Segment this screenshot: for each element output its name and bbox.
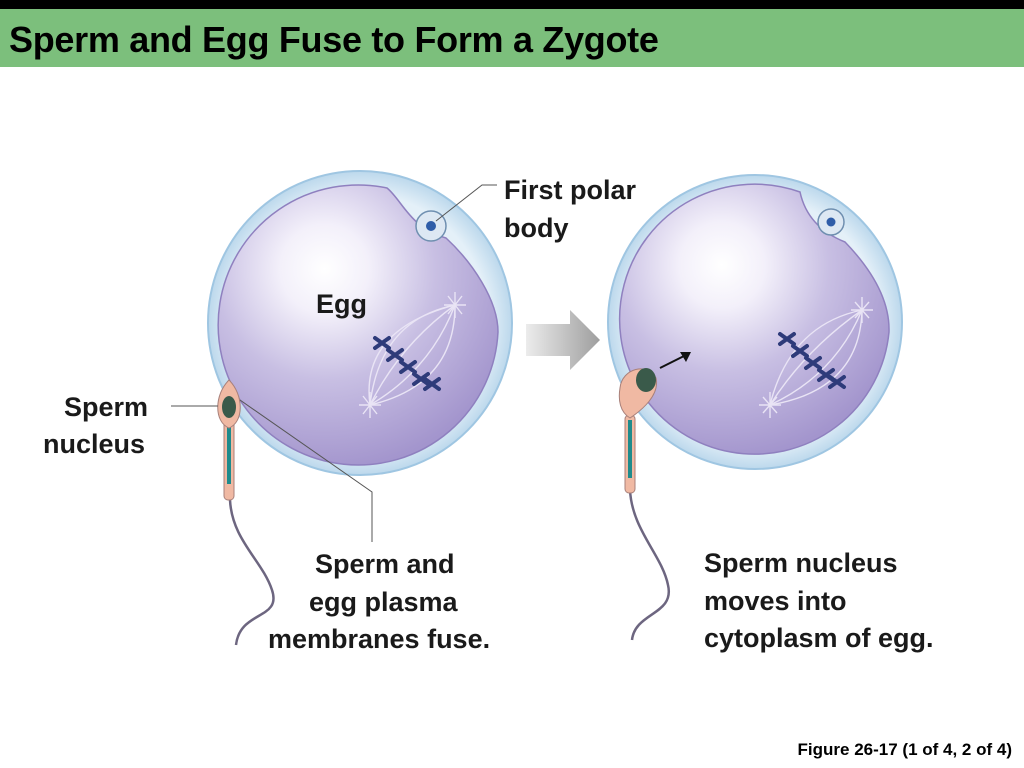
slide-title: Sperm and Egg Fuse to Form a Zygote — [9, 19, 659, 60]
leader-lines — [171, 184, 497, 542]
label-egg: Egg — [316, 289, 367, 319]
label-fuse-line1: Sperm and — [315, 549, 455, 579]
sperm-nucleus — [636, 368, 656, 392]
chromosomes — [373, 336, 441, 391]
sperm-left — [217, 379, 275, 646]
label-moves-line1: Sperm nucleus — [704, 548, 898, 578]
label-fuse-line3: membranes fuse. — [268, 624, 491, 654]
progression-arrow — [526, 310, 600, 370]
egg-cytoplasm — [217, 184, 499, 466]
label-first-polar-body-line2: body — [504, 213, 569, 243]
label-sperm-nucleus-line1: Sperm — [64, 392, 149, 422]
first-polar-body — [415, 210, 447, 242]
left-egg — [207, 170, 513, 646]
meiotic-spindle — [359, 292, 466, 418]
label-first-polar-body-line1: First polar — [504, 175, 637, 205]
label-fuse-line2: egg plasma — [309, 587, 458, 617]
label-moves-line2: moves into — [704, 586, 847, 616]
first-polar-body — [817, 208, 845, 236]
label-sperm-nucleus-line2: nucleus — [43, 429, 146, 459]
sperm-right — [618, 352, 691, 641]
meiotic-spindle — [759, 297, 873, 418]
right-egg — [607, 174, 903, 641]
title-bar: Sperm and Egg Fuse to Form a Zygote — [0, 9, 1024, 67]
figure-caption: Figure 26-17 (1 of 4, 2 of 4) — [797, 740, 1012, 759]
chromosomes — [778, 332, 846, 389]
label-moves-line3: cytoplasm of egg. — [704, 623, 934, 653]
top-rule — [0, 0, 1024, 9]
